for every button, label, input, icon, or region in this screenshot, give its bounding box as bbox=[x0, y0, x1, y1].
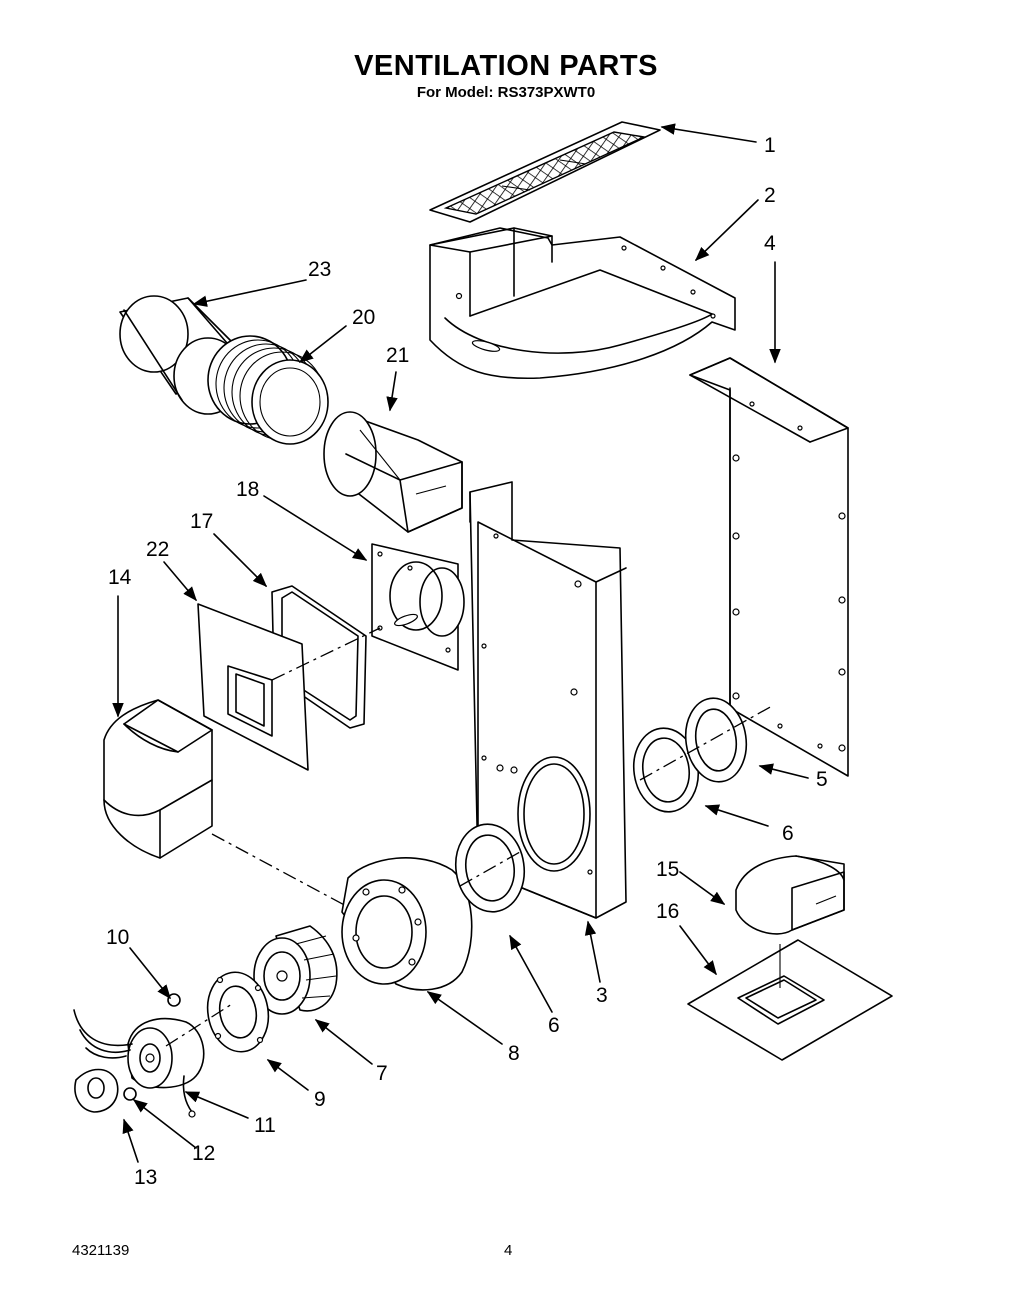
left-ring-gasket-part bbox=[454, 823, 526, 913]
right-ring-gasket-part bbox=[632, 727, 700, 813]
callout-7: 7 bbox=[376, 1062, 388, 1085]
blower-wheel-part bbox=[253, 925, 338, 1015]
front-panel-part bbox=[469, 481, 627, 919]
callout-14: 14 bbox=[108, 566, 132, 589]
callout-2: 2 bbox=[764, 184, 776, 207]
transition-duct-part bbox=[323, 411, 463, 533]
top-plenum-part bbox=[429, 227, 736, 380]
callout-6-left: 6 bbox=[548, 1014, 560, 1037]
blower-housing-part bbox=[341, 857, 473, 991]
flex-duct-part bbox=[207, 335, 329, 445]
callout-labels: 1 2 3 4 5 6 6 7 8 9 10 11 12 13 14 15 16… bbox=[106, 134, 828, 1189]
page-number: 4 bbox=[504, 1242, 513, 1259]
callout-13: 13 bbox=[134, 1166, 157, 1189]
adapter-plate-part bbox=[371, 543, 465, 671]
callout-9: 9 bbox=[314, 1088, 326, 1111]
callout-5: 5 bbox=[816, 768, 828, 791]
model-subtitle: For Model: RS373PXWT0 bbox=[416, 84, 596, 101]
callout-1: 1 bbox=[764, 134, 776, 157]
outlet-hood-part bbox=[735, 855, 845, 935]
callout-18: 18 bbox=[236, 478, 259, 501]
collar-ring-part bbox=[639, 697, 773, 783]
callout-8: 8 bbox=[508, 1042, 520, 1065]
elbow-duct-part bbox=[103, 699, 351, 909]
callout-16: 16 bbox=[656, 900, 679, 923]
callout-10: 10 bbox=[106, 926, 129, 949]
callout-22: 22 bbox=[146, 538, 169, 561]
back-panel-part bbox=[689, 357, 849, 777]
page-title: VENTILATION PARTS bbox=[354, 50, 658, 82]
callout-20: 20 bbox=[352, 306, 375, 329]
motor-assembly-part bbox=[73, 993, 233, 1118]
filter-part bbox=[429, 121, 661, 223]
base-plate-part bbox=[687, 939, 893, 1061]
callout-11: 11 bbox=[254, 1114, 276, 1137]
callout-21: 21 bbox=[386, 344, 409, 367]
callout-4: 4 bbox=[764, 232, 776, 255]
callout-17: 17 bbox=[190, 510, 213, 533]
callout-6-right: 6 bbox=[782, 822, 794, 845]
callout-15: 15 bbox=[656, 858, 679, 881]
gasket-plate-part bbox=[197, 603, 381, 771]
callout-3: 3 bbox=[596, 984, 608, 1007]
callout-arrows bbox=[112, 123, 809, 1163]
mounting-gasket-part bbox=[206, 971, 270, 1053]
callout-12: 12 bbox=[192, 1142, 215, 1165]
callout-23: 23 bbox=[308, 258, 331, 281]
document-number: 4321139 bbox=[72, 1242, 130, 1259]
